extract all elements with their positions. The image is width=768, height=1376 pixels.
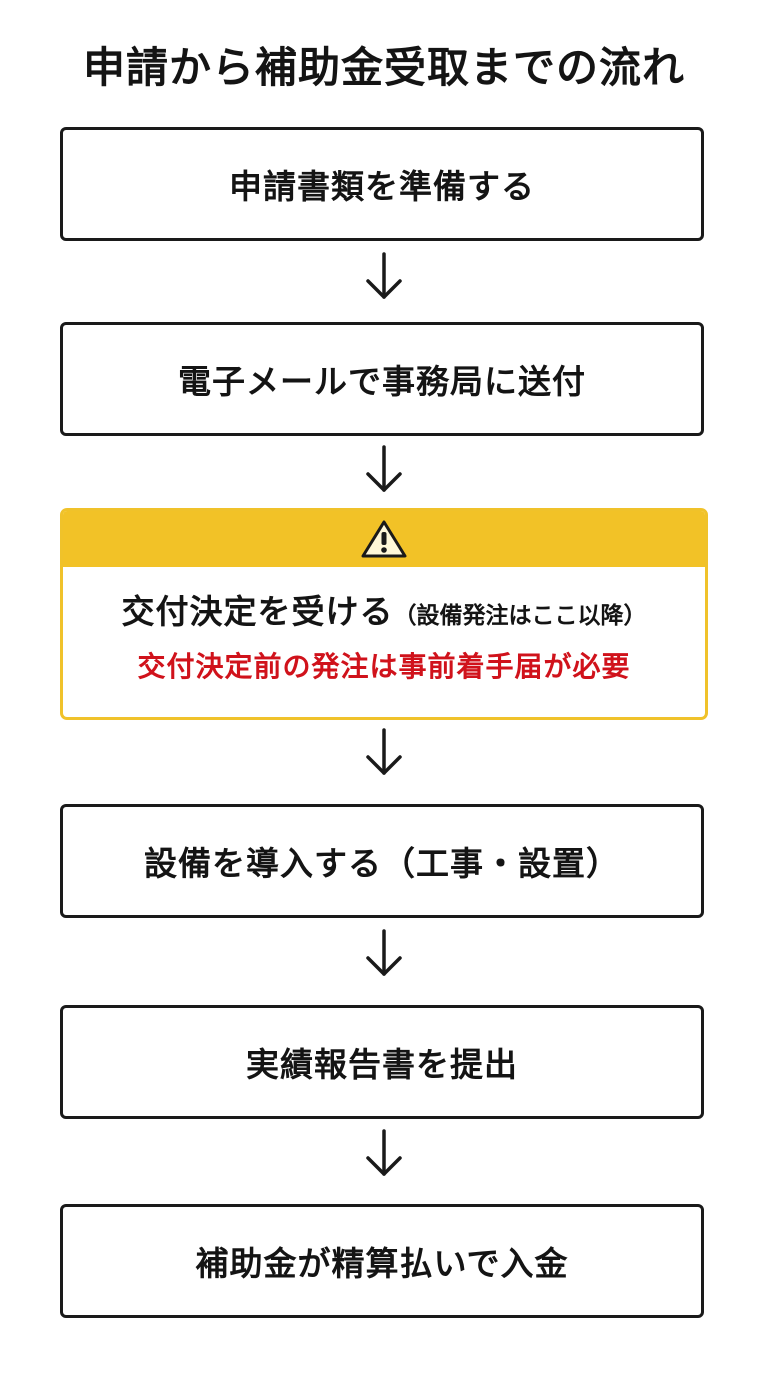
down-arrow-icon [366,1129,402,1176]
step-install-equipment: 設備を導入する（工事・設置） [60,804,704,918]
down-arrow-icon [366,252,402,299]
step-prepare-documents: 申請書類を準備する [60,127,704,241]
diagram-title: 申請から補助金受取までの流れ [82,43,685,92]
warning-note: 交付決定前の発注は事前着手届が必要 [137,650,631,683]
warning-icon [361,520,407,558]
step-grant-decision: 交付決定を受ける（設備発注はここ以降） 交付決定前の発注は事前着手届が必要 [60,508,708,720]
step-submit-report: 実績報告書を提出 [60,1005,704,1119]
step-receive-payment: 補助金が精算払いで入金 [60,1204,704,1318]
down-arrow-icon [366,728,402,775]
down-arrow-icon [366,445,402,492]
down-arrow-icon [366,929,402,976]
grant-decision-line: 交付決定を受ける（設備発注はここ以降） [63,589,705,641]
step-send-email: 電子メールで事務局に送付 [60,322,704,436]
step-label: 交付決定を受ける [121,592,394,631]
warning-banner [63,511,705,567]
step-sub-label: （設備発注はここ以降） [393,603,647,629]
